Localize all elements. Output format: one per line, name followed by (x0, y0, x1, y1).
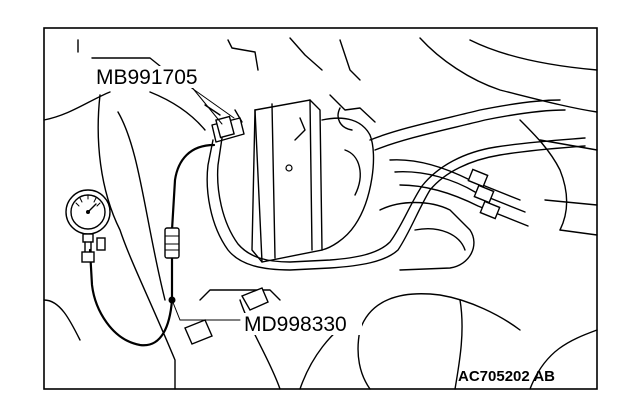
engine-bay-background (43, 37, 598, 390)
callout-md998330: MD998330 (244, 313, 347, 336)
pressure-gauge (65, 189, 111, 263)
callout-mb991705: MB991705 (96, 66, 198, 89)
gauge-hose (88, 143, 216, 347)
callout-mb991705-bg (94, 66, 244, 88)
bay-details (184, 117, 306, 345)
fuel-lines (369, 99, 598, 271)
figure-code: AC705202 AB (458, 368, 555, 385)
gauge-adapter-pipe (204, 104, 586, 271)
figure-frame (43, 27, 598, 390)
callout-md998330-bg (242, 313, 362, 335)
engine-block (251, 94, 376, 263)
